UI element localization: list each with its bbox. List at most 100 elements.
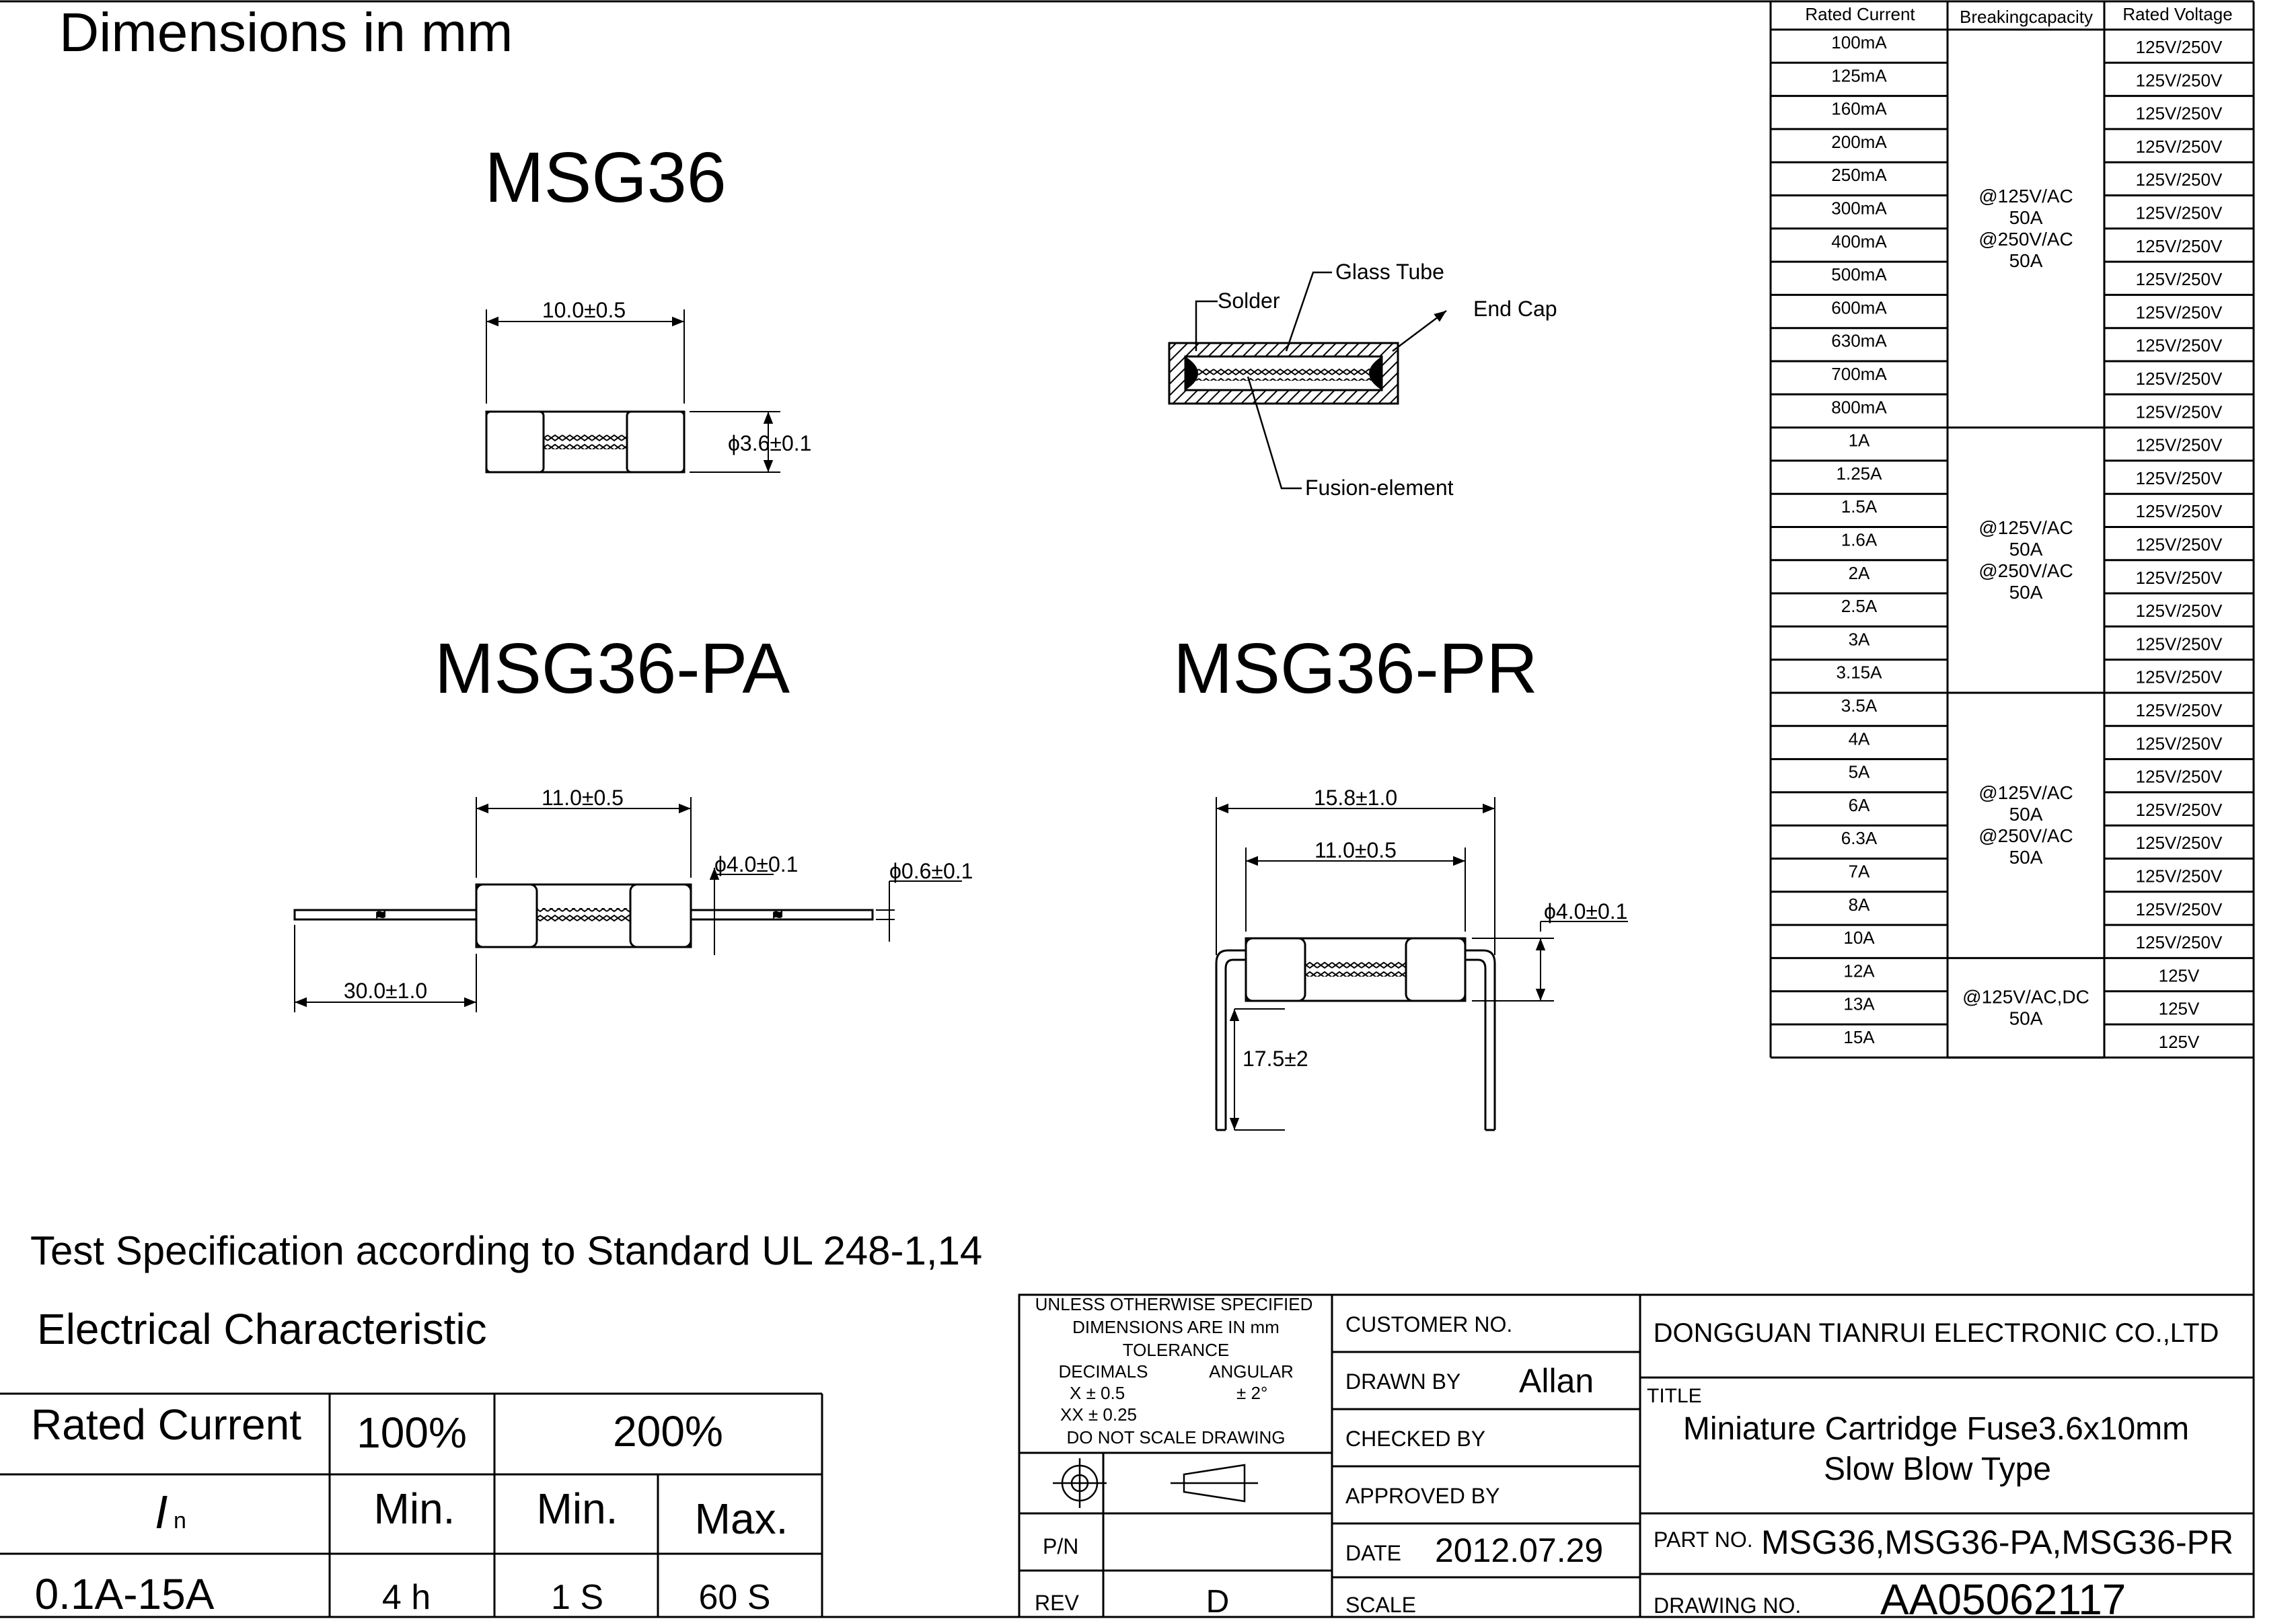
rated-voltage-cell: 125V/250V xyxy=(2136,137,2223,157)
elec-200-header: 200% xyxy=(613,1407,723,1456)
rated-voltage-cell: 125V/250V xyxy=(2136,104,2223,124)
breaking-capacity-cell: 50A xyxy=(2009,207,2043,228)
msg36-length-label: 10.0±0.5 xyxy=(542,298,626,322)
rated-voltage-cell: 125V/250V xyxy=(2136,932,2223,952)
rated-current-cell: 250mA xyxy=(1831,165,1887,185)
units-title: Dimensions in mm xyxy=(59,2,513,63)
breaking-capacity-cell: 50A xyxy=(2009,804,2043,825)
tb-customer-no: CUSTOMER NO. xyxy=(1345,1312,1512,1336)
tb-scale-label: SCALE xyxy=(1345,1593,1416,1617)
rated-voltage-cell: 125V/250V xyxy=(2136,369,2223,389)
tb-angular: ANGULAR xyxy=(1209,1361,1294,1382)
rated-voltage-cell: 125V/250V xyxy=(2136,568,2223,588)
breaking-capacity-cell: @125V/AC,DC xyxy=(1962,986,2089,1007)
msg36-fuse-body xyxy=(485,410,686,474)
rated-voltage-cell: 125V/250V xyxy=(2136,700,2223,720)
elec-200-max: Max. xyxy=(695,1495,788,1543)
rated-voltage-cell: 125V/250V xyxy=(2136,634,2223,654)
breaking-capacity-cell: @125V/AC xyxy=(1978,782,2073,803)
tb-part-no-label: PART NO. xyxy=(1654,1528,1753,1552)
tb-approved-by: APPROVED BY xyxy=(1345,1484,1499,1508)
tb-rev-value: D xyxy=(1206,1584,1230,1620)
projection-symbol-icon xyxy=(1053,1458,1258,1508)
glass-tube-label: Glass Tube xyxy=(1335,260,1444,284)
rated-current-cell: 800mA xyxy=(1831,397,1887,417)
cross-section-view: Solder Glass Tube End Cap Fusion-element xyxy=(1168,260,1557,500)
rated-voltage-cell: 125V/250V xyxy=(2136,203,2223,223)
msg36-pa-lead-diameter: ϕ0.6±0.1 xyxy=(889,859,973,883)
breaking-capacity-cell: @250V/AC xyxy=(1978,560,2073,581)
rated-current-cell: 1.5A xyxy=(1841,496,1878,517)
rated-current-cell: 7A xyxy=(1849,862,1870,882)
tb-date-value: 2012.07.29 xyxy=(1435,1532,1603,1569)
rated-voltage-cell: 125V xyxy=(2159,999,2200,1019)
msg36-pr-title: MSG36-PR xyxy=(1173,629,1538,708)
rated-current-cell: 125mA xyxy=(1831,65,1887,85)
tb-note-2: DIMENSIONS ARE IN mm xyxy=(1072,1317,1280,1337)
tb-drawn-by-value: Allan xyxy=(1519,1362,1594,1400)
msg36-pr-fuse xyxy=(1215,937,1496,1131)
tb-x-tolerance: X ± 0.5 xyxy=(1070,1383,1125,1403)
rated-current-cell: 10A xyxy=(1843,928,1875,948)
msg36-pr-overall-length: 15.8±1.0 xyxy=(1314,786,1397,810)
msg36-pr-body-length: 11.0±0.5 xyxy=(1314,838,1397,862)
msg36-pr-dimensions xyxy=(1216,797,1628,1131)
rated-current-cell: 1A xyxy=(1849,430,1870,451)
rated-current-cell: 100mA xyxy=(1831,32,1887,52)
tb-rev-label: REV xyxy=(1035,1591,1079,1615)
electrical-title: Electrical Characteristic xyxy=(37,1305,487,1353)
elec-200-min: Min. xyxy=(537,1484,618,1533)
rated-current-cell: 5A xyxy=(1849,762,1870,782)
rated-voltage-cell: 125V/250V xyxy=(2136,468,2223,488)
msg36-title: MSG36 xyxy=(484,138,726,217)
rated-voltage-cell: 125V/250V xyxy=(2136,866,2223,887)
rated-current-cell: 15A xyxy=(1843,1027,1875,1047)
rated-current-cell: 13A xyxy=(1843,994,1875,1014)
rated-current-cell: 300mA xyxy=(1831,198,1887,219)
msg36-pa-view: MSG36-PA ≈ ≈ 11.0±0.5 xyxy=(293,629,973,1012)
rated-voltage-cell: 125V/250V xyxy=(2136,269,2223,289)
msg36-pa-title: MSG36-PA xyxy=(435,629,790,708)
fusion-element-label: Fusion-element xyxy=(1305,476,1454,500)
tb-title-label: TITLE xyxy=(1647,1385,1702,1407)
header-rated-voltage: Rated Voltage xyxy=(2122,4,2232,24)
elec-100-header: 100% xyxy=(357,1408,467,1457)
tb-drawing-no-label: DRAWING NO. xyxy=(1654,1593,1801,1618)
title-block: UNLESS OTHERWISE SPECIFIED DIMENSIONS AR… xyxy=(1018,1293,2255,1621)
elec-rated-current-header: Rated Current xyxy=(31,1400,301,1449)
elec-in-subscript: n xyxy=(174,1508,186,1534)
rated-current-cell: 400mA xyxy=(1831,231,1887,252)
elec-in-symbol: I xyxy=(155,1486,168,1538)
rated-voltage-cell: 125V/250V xyxy=(2136,535,2223,555)
svg-text:≈: ≈ xyxy=(774,906,782,923)
end-cap-label: End Cap xyxy=(1473,297,1557,321)
header-rated-current: Rated Current xyxy=(1805,4,1915,24)
svg-text:≈: ≈ xyxy=(377,906,385,923)
msg36-pa-lead-length: 30.0±1.0 xyxy=(344,979,427,1003)
rated-voltage-cell: 125V/250V xyxy=(2136,37,2223,57)
rated-current-cell: 630mA xyxy=(1831,331,1887,351)
rated-current-cell: 4A xyxy=(1849,728,1870,749)
tb-part-no-value: MSG36,MSG36-PA,MSG36-PR xyxy=(1761,1523,2233,1561)
rated-voltage-cell: 125V/250V xyxy=(2136,402,2223,422)
rated-voltage-cell: 125V/250V xyxy=(2136,800,2223,820)
rated-current-cell: 2.5A xyxy=(1841,596,1878,616)
msg36-pr-lead-length: 17.5±2 xyxy=(1243,1047,1308,1071)
rated-voltage-cell: 125V/250V xyxy=(2136,70,2223,90)
rated-current-cell: 3A xyxy=(1849,629,1870,649)
cross-section-fuse xyxy=(1168,342,1399,405)
msg36-view: MSG36 10.0±0.5 ϕ3.6±0.1 xyxy=(484,138,811,474)
elec-200-min-value: 1 S xyxy=(551,1578,603,1617)
rated-voltage-cell: 125V/250V xyxy=(2136,501,2223,521)
test-specification: Test Specification according to Standard… xyxy=(30,1228,982,1273)
rated-voltage-cell: 125V/250V xyxy=(2136,601,2223,621)
rated-voltage-cell: 125V/250V xyxy=(2136,833,2223,853)
breaking-capacity-cell: 50A xyxy=(2009,582,2043,603)
elec-200-max-value: 60 S xyxy=(699,1578,771,1617)
rated-current-cell: 6A xyxy=(1849,795,1870,815)
rating-table: Rated Current Breakingcapacity Rated Vol… xyxy=(1769,1,2254,1059)
msg36-pa-body-diameter: ϕ4.0±0.1 xyxy=(714,852,798,876)
tb-date-label: DATE xyxy=(1345,1541,1401,1565)
breaking-capacity-cell: 50A xyxy=(2009,250,2043,271)
